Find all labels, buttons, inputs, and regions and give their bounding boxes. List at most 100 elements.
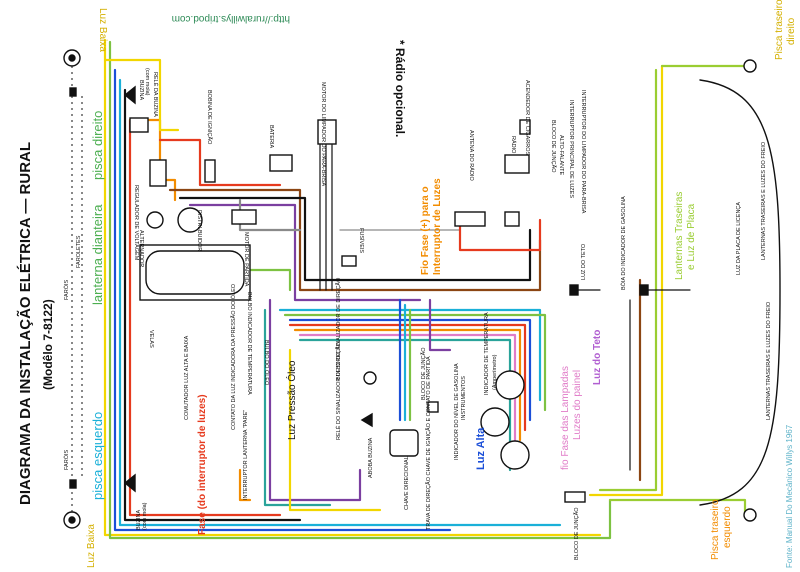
note-lanternas-traseiras-a: Lanternas Traseiras [674, 192, 685, 280]
label-luz-teto: LUZ DO TETO [581, 243, 587, 280]
rear-body-outline [699, 79, 781, 506]
engine-block [139, 244, 251, 301]
wire-inst-purple [428, 298, 452, 352]
turn-signal-relay [363, 371, 377, 385]
note-pisca-traseiro-esquerdo-b: esquerdo [722, 506, 733, 548]
fuses [341, 255, 357, 267]
wire-bundle-pink [298, 333, 517, 462]
label-antena: ANTENA DO RÁDIO [468, 130, 475, 181]
label-bulbo-temp: BULBO INDICADOR DE TEMPERATURA [246, 292, 252, 395]
horn-top [123, 85, 136, 105]
label-alto-falante: ALTO-FALANTE [558, 135, 564, 175]
diagram-title: DIAGRAMA DA INSTALAÇÃO ELÉTRICA — RURAL [16, 142, 34, 505]
farolete-bottom [69, 479, 77, 489]
wire-lower-purple [268, 298, 362, 502]
label-instrumentos: INSTRUMENTOS [461, 376, 467, 420]
distributor [177, 207, 203, 233]
wire-top-yellow [103, 58, 180, 132]
rear-lamp-bottom [743, 508, 757, 522]
wiper-motor [317, 119, 337, 145]
label-buzina-top-sub: (com mola) [144, 68, 150, 96]
label-bateria: BATERIA [268, 125, 274, 148]
title-group: DIAGRAMA DA INSTALAÇÃO ELÉTRICA — RURAL … [16, 13, 794, 568]
site-url: http://ruralwillys.tripod.com [172, 13, 290, 24]
label-interruptor-limpador: INTERRUPTOR DO LIMPADOR DO PARA-BRISA [580, 90, 586, 214]
wire-bundle-orange [293, 328, 522, 442]
label-radio: RÁDIO [510, 136, 517, 154]
wire-bundle-teal [298, 338, 512, 472]
wire-bundle-blue [288, 318, 532, 422]
license-lamp [639, 284, 649, 296]
label-distribuidor: DISTRI-BUIDOR [196, 210, 202, 251]
headlight-bottom-inner [68, 516, 76, 524]
source-credit: Fonte: Manual Do Mecânico Willys 1967 [785, 424, 794, 568]
wire-top-brown [168, 188, 542, 292]
horn-button [360, 412, 373, 428]
note-luz-alta: Luz Alta [475, 427, 487, 470]
label-lanternas-freio-bottom: LANTERNAS TRASEIRAS E LUZES DO FREIO [766, 301, 772, 420]
wire-trunk-red [128, 118, 282, 517]
headlight-top-inner [68, 54, 76, 62]
radio-box [504, 154, 530, 174]
label-buzina-top: BUZINA [138, 80, 144, 101]
note-lanterna-dianteira: lanterna dianteira [90, 204, 105, 305]
label-indicador-temp: INDICADOR DE TEMPERATURA [484, 312, 490, 395]
voltage-regulator [149, 159, 167, 187]
label-rele-sinalizador: RELÉ DO SINALIZADOR DE DIREÇÃO [335, 341, 342, 440]
horn-bottom [123, 473, 136, 493]
cigar-lighter [519, 119, 531, 135]
wire-trunk-blue [113, 68, 452, 532]
note-pisca-traseiro-direito-a: Pisca traseiro [774, 0, 785, 60]
wire-trunk-cyan [118, 78, 562, 527]
label-amperimetro: (Amperímetro) [492, 354, 498, 390]
label-trava-direcao: TRAVA DE DIREÇÃO CHAVE DE IGNIÇÃO E CONT… [425, 356, 432, 530]
note-fio-fase-lampadas-b: Luzes do painel [572, 370, 583, 440]
label-buzina-bottom-sub: (com mola) [142, 502, 148, 530]
fuel-gauge [480, 407, 510, 437]
light-switch [454, 211, 486, 227]
battery [269, 154, 293, 172]
ignition-coil [204, 159, 216, 183]
components [63, 49, 757, 529]
label-contato-luz: CONTATO DA LUZ INDICADORA DA PRESSÃO DO … [230, 283, 237, 430]
label-indicador-gasolina: INDICADOR DO NÍVEL DE GASOLINA [453, 363, 460, 460]
label-comutador: COMUTADOR LUZ ALTA E BAIXA [184, 335, 190, 420]
note-fio-fase-radio-b: Interruptor de Luzes [432, 178, 443, 275]
wire-trunk-black [123, 88, 302, 522]
wire-right-black [319, 144, 333, 291]
label-acendedor: ACENDEDOR DE CIGARROS [524, 80, 530, 156]
component-labels: FARÓIS FAROLETES BUZINA (com mola) BUZIN… [63, 68, 772, 560]
wire-lower-teal [263, 308, 332, 507]
label-sinalizador-direcao: BULBO DO SINALIZADOR DE DIREÇÃO [335, 277, 342, 380]
wire-rear-bottom-green [608, 498, 747, 517]
label-motor-limpador: MOTOR DO LIMPADOR DO PARA-BRISA [320, 82, 326, 187]
note-pisca-traseiro-direito-b: direito [786, 17, 797, 45]
label-regulador: REGULADOR DE VOLTAGEM [133, 185, 139, 261]
note-pisca-esquerdo: pisca esquerdo [90, 412, 105, 500]
note-lanternas-traseiras-b: e Luz de Placa [686, 203, 697, 270]
label-fusiveis: FUSÍVEIS [358, 228, 365, 253]
note-fase-interruptor: Fase (do interruptor de luzes) [197, 394, 208, 535]
annotations: Luz Baixa Luz Baixa pisca direito lanter… [86, 0, 797, 568]
wire-trunk-yellow [103, 38, 602, 537]
wire-bundle-red [288, 323, 527, 432]
wire-rear-green [598, 68, 658, 492]
note-pisca-direito: pisca direito [90, 111, 105, 180]
wire-lower-orange [238, 468, 252, 502]
label-chave-direcional: CHAVE DIRECIONAL [404, 456, 410, 510]
ignition-lock [427, 401, 439, 413]
diagram-subtitle: (Modêlo 7-8122) [41, 299, 55, 390]
label-aboba-buzina: ABOBA BUZINA [368, 437, 374, 478]
label-boia: BÓIA DO INDICADOR DE GASOLINA [620, 196, 627, 290]
alternator [146, 211, 164, 229]
wire-right-red [458, 218, 542, 252]
label-bloco-juncao-mid: BLOCO DE JUNÇÃO [420, 347, 427, 400]
label-farois-top: FARÓIS [63, 279, 70, 300]
engine-block-inner [145, 250, 245, 295]
note-fio-fase-radio-a: Fio Fase (+) para o [420, 186, 431, 275]
label-interruptor-principal: INTERRUPTOR PRINCIPAL DE LUZES [568, 100, 574, 198]
label-faroletes: FAROLETES [76, 235, 82, 268]
farolete-top [69, 87, 77, 97]
rear-lamp-top [743, 59, 757, 73]
